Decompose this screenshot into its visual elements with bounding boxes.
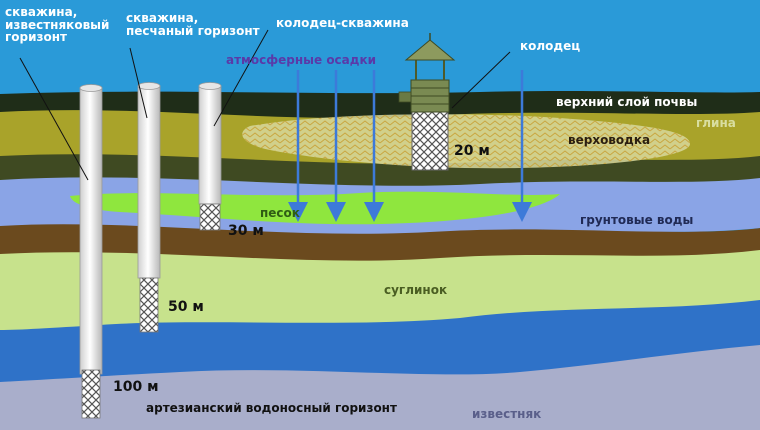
- well-cap: [198, 82, 222, 90]
- depth-well-limestone: 100 м: [113, 379, 159, 395]
- well-house-icon: [398, 33, 456, 113]
- label-line: песчаный горизонт: [126, 23, 260, 38]
- label-artesian: артезианский водоносный горизонт: [146, 401, 397, 415]
- label-line: горизонт: [5, 30, 67, 45]
- label-topsoil: верхний слой почвы: [556, 95, 698, 109]
- depth-well-shaft: 30 м: [228, 223, 264, 239]
- label-dug-well: колодец: [520, 39, 581, 53]
- label-well-sand: скважина, песчаный горизонт: [126, 12, 260, 37]
- label-clay: глина: [696, 116, 736, 130]
- well-cap: [79, 84, 103, 92]
- label-limestone: известняк: [472, 407, 542, 421]
- well-pipe-sand: [137, 85, 161, 279]
- callout-line: [213, 29, 269, 127]
- well-filter-limestone: [81, 369, 101, 419]
- label-line: известняковый: [5, 17, 110, 32]
- brown-band: [0, 220, 760, 261]
- well-filter-sand: [139, 277, 159, 333]
- dug-well-shaft: [411, 111, 449, 171]
- loam-layer: [0, 237, 760, 330]
- label-groundwater: грунтовые воды: [580, 213, 694, 227]
- label-precipitation: атмосферные осадки: [226, 53, 377, 67]
- well-filter-shaft: [199, 203, 221, 231]
- label-line: скважина,: [126, 11, 199, 25]
- well-pipe-shaft: [198, 85, 222, 205]
- callout-line: [19, 57, 89, 181]
- callout-line: [129, 47, 148, 119]
- well-cap: [137, 82, 161, 90]
- label-well-limestone: скважина, известняковый горизонт: [5, 6, 109, 44]
- label-line: скважина,: [5, 5, 78, 19]
- label-perched-water: верховодка: [568, 133, 651, 147]
- perched-water-texture: [242, 114, 690, 169]
- depth-dug-well: 20 м: [454, 143, 490, 159]
- sand-layer: [70, 191, 560, 225]
- label-well-shaft: колодец-скважина: [276, 16, 409, 30]
- topsoil-layer: [0, 91, 760, 118]
- depth-well-sand: 50 м: [168, 299, 204, 315]
- well-pipe-limestone: [79, 87, 103, 375]
- label-loam: суглинок: [384, 283, 448, 297]
- callout-line: [451, 51, 511, 109]
- label-sand: песок: [260, 206, 300, 220]
